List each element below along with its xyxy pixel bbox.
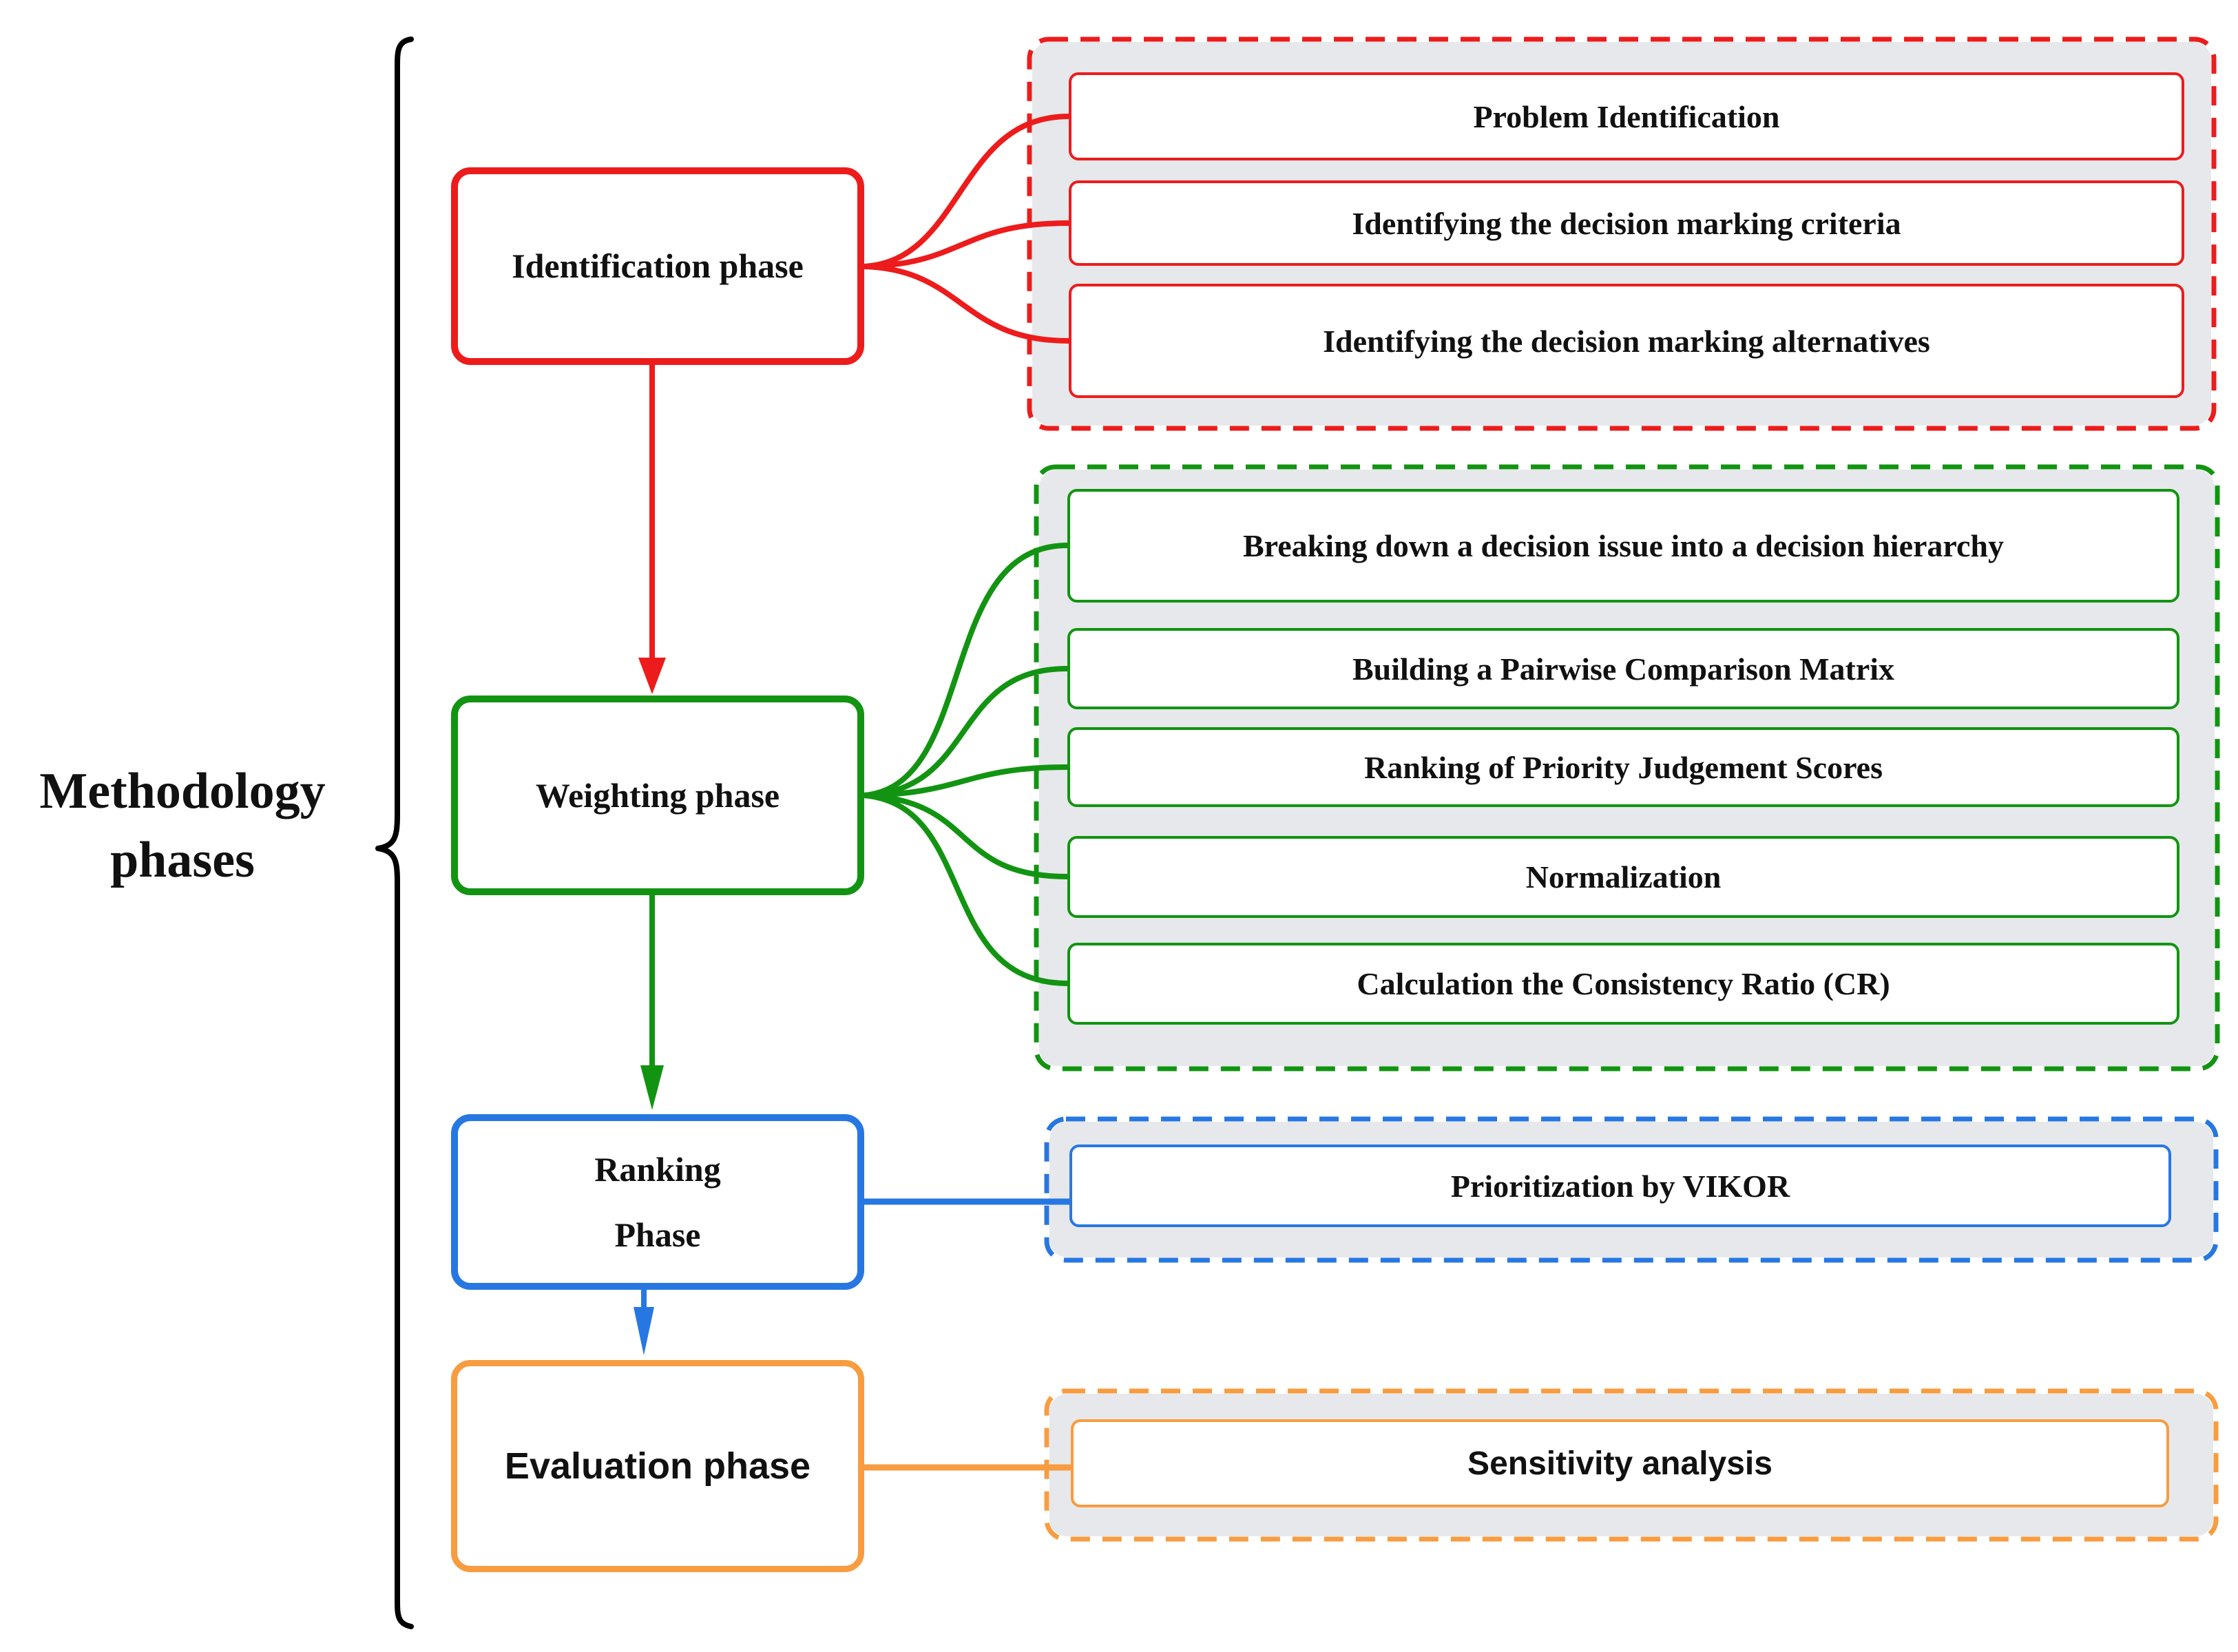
weighting-phase-label: Weighting phase (535, 775, 780, 815)
weighting-phase-node: Weighting phase (451, 696, 864, 895)
curly-brace-icon (375, 36, 414, 1629)
task-label: Sensitivity analysis (1467, 1445, 1772, 1482)
connector-to-priority-scores (861, 764, 1070, 798)
evaluation-phase-label: Evaluation phase (504, 1445, 811, 1487)
task-identify-criteria: Identifying the decision marking criteri… (1069, 180, 2184, 266)
task-label: Breaking down a decision issue into a de… (1243, 528, 2004, 563)
identification-phase-node: Identification phase (451, 167, 864, 365)
task-label: Calculation the Consistency Ratio (CR) (1357, 966, 1890, 1001)
ranking-phase-label: Ranking Phase (594, 1149, 721, 1254)
weighting-fan-connectors (861, 543, 1070, 986)
connector-to-pairwise-matrix (861, 666, 1070, 798)
methodology-phases-label: Methodology phases (21, 757, 344, 895)
task-prioritization-vikor: Prioritization by VIKOR (1069, 1144, 2171, 1227)
methodology-label-line2: phases (110, 831, 255, 888)
task-label: Normalization (1525, 859, 1722, 895)
arrow-ranking-to-evaluation (634, 1290, 654, 1355)
arrow-down-icon (638, 658, 666, 694)
task-identify-alternatives: Identifying the decision marking alterna… (1069, 284, 2184, 398)
connector-to-consistency-ratio (861, 793, 1070, 986)
arrow-weighting-to-ranking (640, 895, 664, 1110)
arrow-identification-to-weighting (638, 365, 666, 694)
task-consistency-ratio: Calculation the Consistency Ratio (CR) (1067, 943, 2179, 1025)
task-label: Ranking of Priority Judgement Scores (1363, 749, 1883, 785)
task-label: Problem Identification (1473, 98, 1780, 134)
ranking-phase-node: Ranking Phase (451, 1114, 864, 1290)
task-label: Prioritization by VIKOR (1450, 1168, 1790, 1204)
task-normalization: Normalization (1067, 836, 2179, 918)
evaluation-phase-node: Evaluation phase (451, 1360, 864, 1572)
arrow-down-icon (640, 1065, 664, 1110)
identification-phase-label: Identification phase (512, 247, 804, 285)
task-decision-hierarchy: Breaking down a decision issue into a de… (1067, 489, 2179, 603)
methodology-label-line1: Methodology (39, 763, 326, 819)
task-label: Identifying the decision marking alterna… (1323, 323, 1930, 359)
task-pairwise-matrix: Building a Pairwise Comparison Matrix (1067, 628, 2179, 709)
task-problem-identification: Problem Identification (1069, 72, 2184, 160)
task-priority-scores: Ranking of Priority Judgement Scores (1067, 727, 2179, 807)
task-label: Building a Pairwise Comparison Matrix (1352, 651, 1895, 687)
task-sensitivity-analysis: Sensitivity analysis (1071, 1419, 2169, 1507)
connector-to-decision-hierarchy (861, 543, 1070, 798)
arrow-down-icon (634, 1307, 654, 1355)
connector-to-normalization (861, 793, 1070, 879)
task-label: Identifying the decision marking criteri… (1352, 205, 1901, 241)
